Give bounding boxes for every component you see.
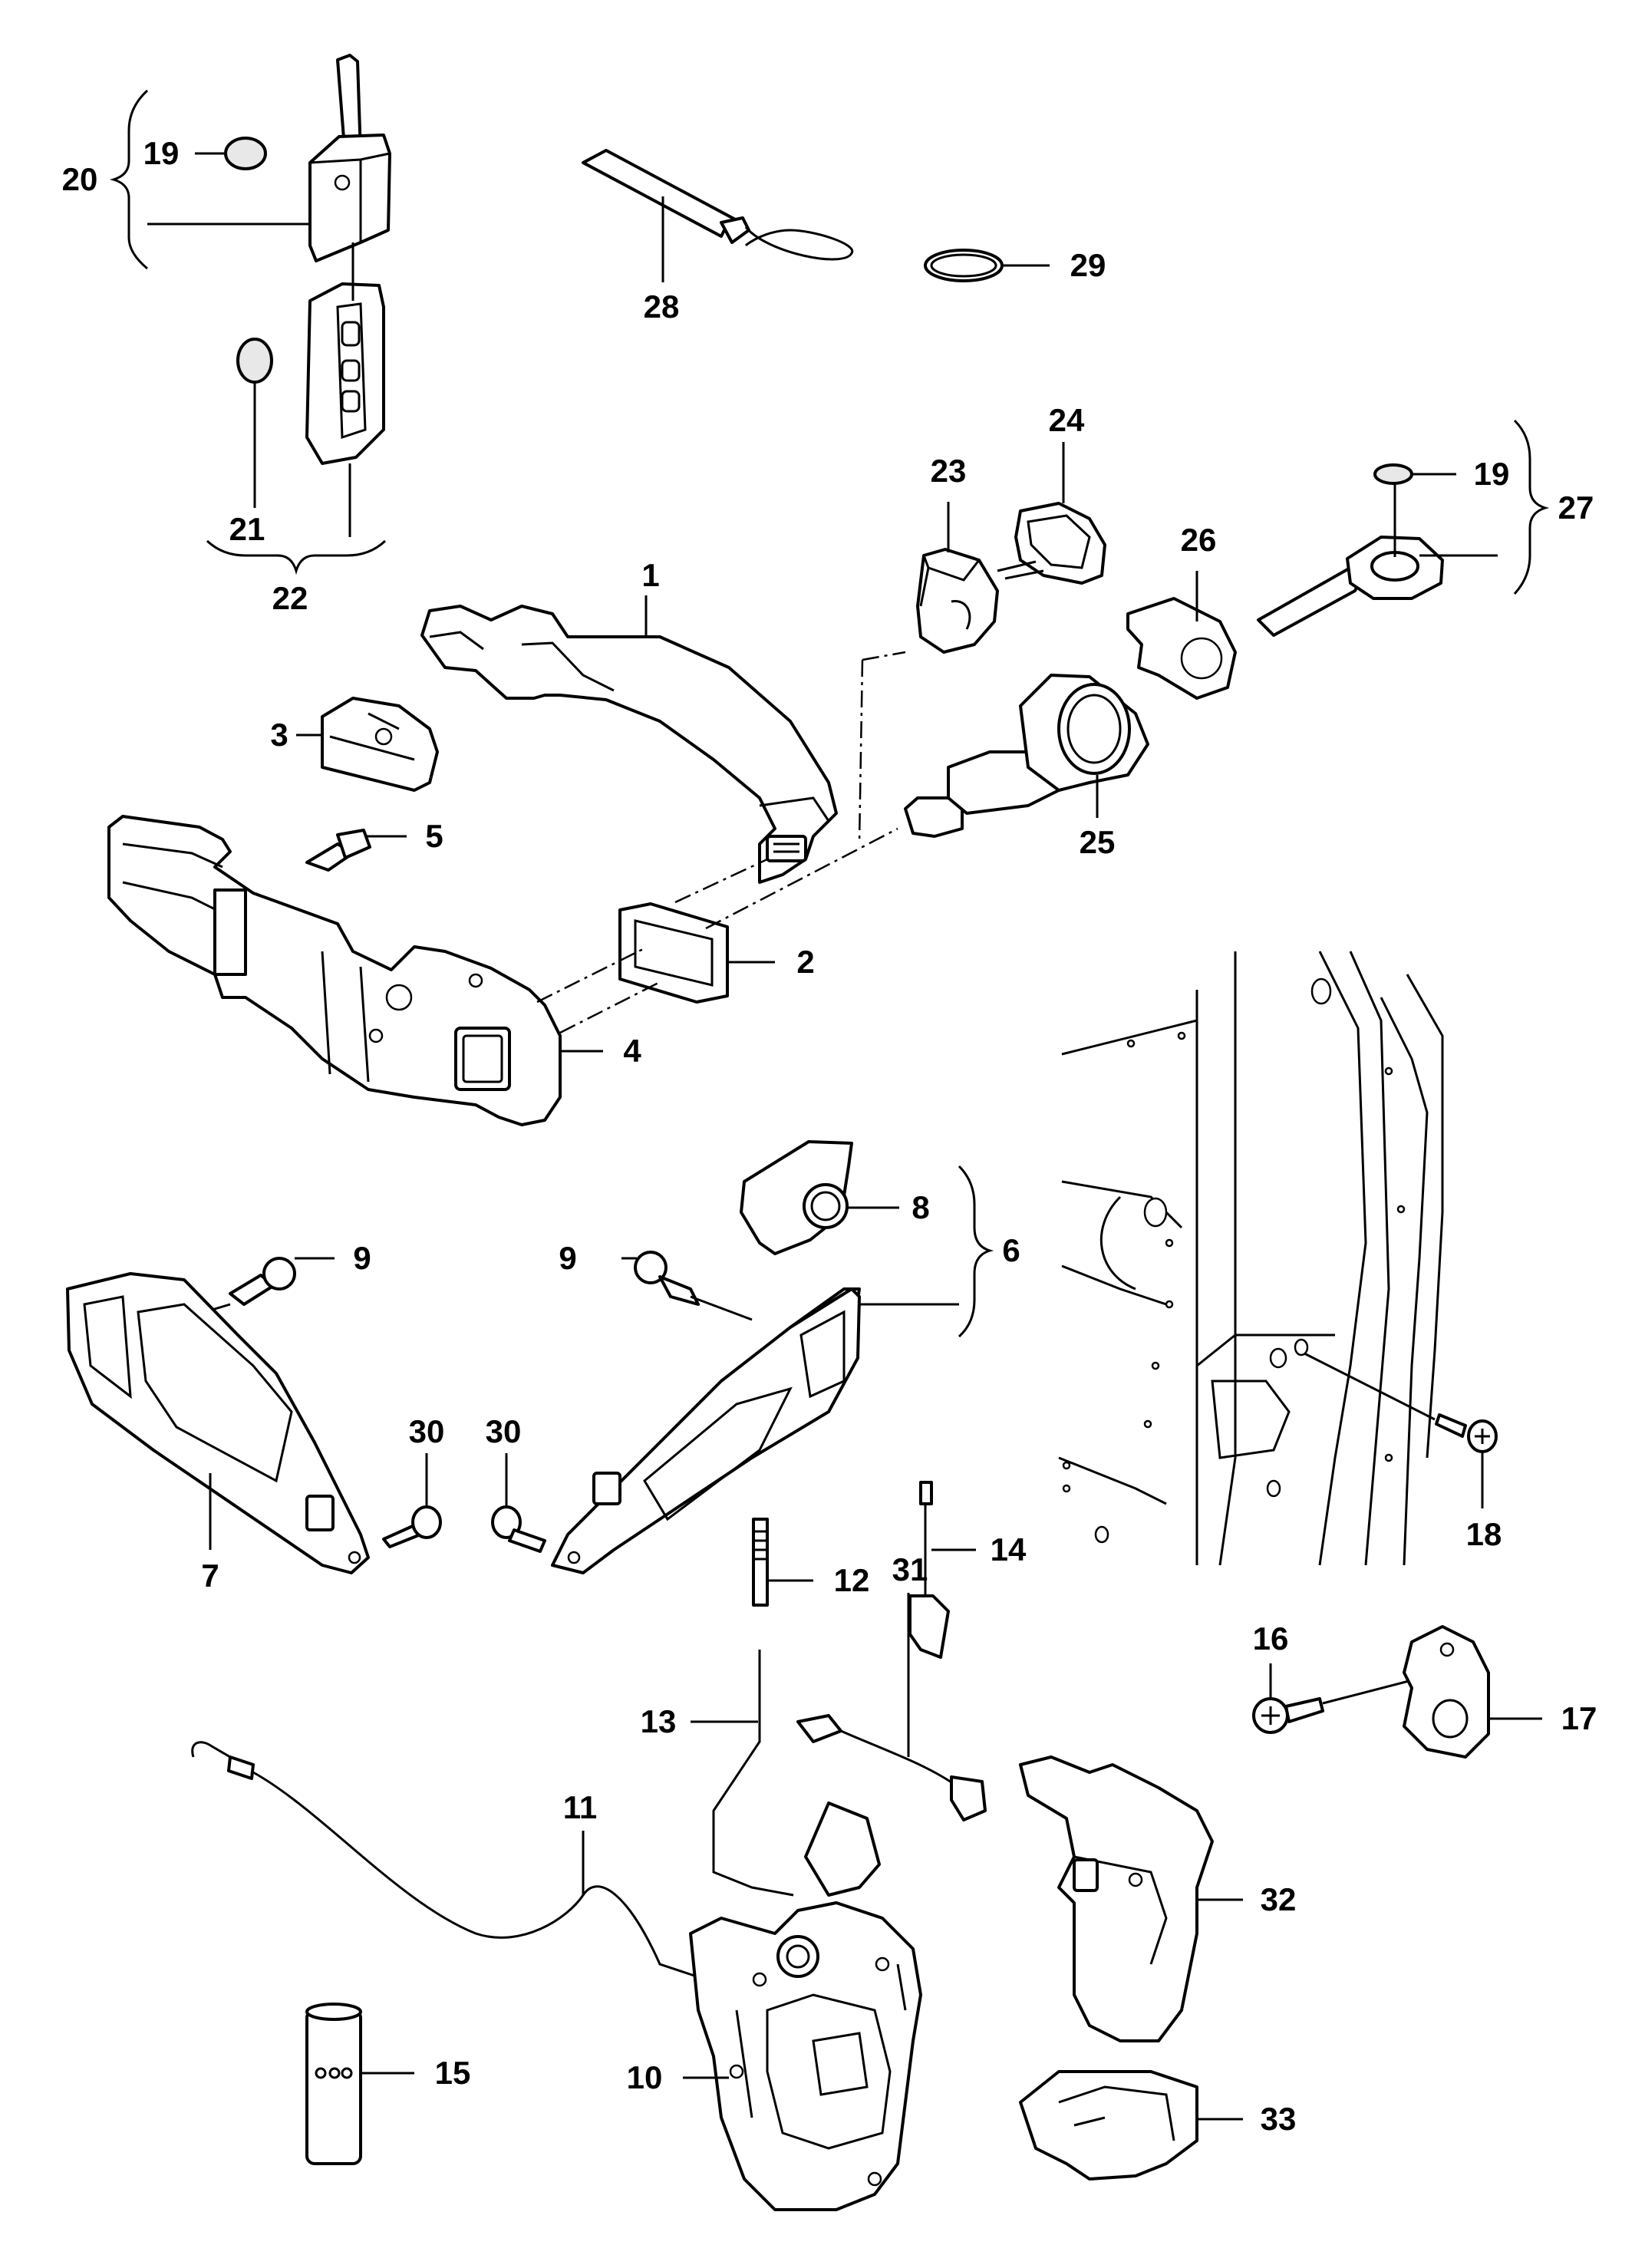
striker-17 <box>1403 1625 1542 1759</box>
callout-24: 24 <box>1049 402 1085 438</box>
gasket-2 <box>536 827 898 1034</box>
key-27 <box>1257 419 1550 637</box>
callout-26: 26 <box>1181 522 1217 558</box>
screw-9-right <box>621 1251 753 1321</box>
ring-26 <box>1126 571 1237 700</box>
callout-25: 25 <box>1080 824 1116 860</box>
callout-14: 14 <box>991 1531 1027 1567</box>
callout-5: 5 <box>425 818 443 854</box>
screw-18 <box>1435 1413 1498 1508</box>
callout-17: 17 <box>1561 1700 1597 1736</box>
callout-labels: 19 20 21 22 28 29 24 23 19 27 26 1 3 5 2… <box>62 135 1597 2137</box>
callout-4: 4 <box>623 1033 641 1069</box>
callout-18: 18 <box>1466 1516 1502 1552</box>
screw-5 <box>305 829 407 872</box>
callout-7: 7 <box>201 1558 219 1594</box>
pin-14 <box>908 1481 976 1659</box>
cap-23 <box>858 502 999 845</box>
callout-27: 27 <box>1558 490 1594 526</box>
inner-handle-7 <box>66 1272 370 1574</box>
door-handle-1 <box>420 595 838 884</box>
clip-3 <box>296 697 439 792</box>
key-tag-28 <box>582 149 854 282</box>
grease-tube-15 <box>305 2003 414 2165</box>
bracket-32 <box>1019 1755 1243 2042</box>
callout-30a: 30 <box>409 1413 445 1449</box>
callout-3: 3 <box>270 717 288 753</box>
key-fob-group <box>109 54 391 575</box>
door-panel <box>1058 951 1444 1566</box>
callout-29: 29 <box>1070 247 1106 283</box>
callout-9b: 9 <box>559 1240 576 1276</box>
callout-32: 32 <box>1261 1881 1297 1917</box>
bolt-12 <box>752 1518 813 1607</box>
callout-16: 16 <box>1253 1620 1289 1656</box>
callout-22: 22 <box>272 580 308 616</box>
callout-12: 12 <box>834 1562 870 1598</box>
screw-30-right <box>491 1453 546 1553</box>
cable-11 <box>191 1741 707 1981</box>
screw-16 <box>1252 1663 1413 1734</box>
callout-30b: 30 <box>486 1413 522 1449</box>
callout-6: 6 <box>1002 1232 1020 1268</box>
callout-19b: 19 <box>1474 456 1510 492</box>
callout-33: 33 <box>1261 2101 1297 2137</box>
rod-13 <box>691 1650 794 1897</box>
emblem-19 <box>224 137 267 170</box>
callout-31: 31 <box>892 1551 928 1587</box>
callout-20: 20 <box>62 161 98 197</box>
handle-trim-8 <box>740 1140 899 1255</box>
cover-24 <box>997 442 1106 585</box>
lock-cylinder-25 <box>904 674 1149 838</box>
callout-23: 23 <box>931 453 967 489</box>
callout-11: 11 <box>563 1789 597 1825</box>
screw-30-left <box>382 1453 442 1548</box>
callout-15: 15 <box>435 2055 471 2091</box>
callout-28: 28 <box>644 288 680 325</box>
callout-10: 10 <box>627 2059 663 2095</box>
connector-31 <box>796 1593 987 1821</box>
handle-carrier-4 <box>107 815 603 1126</box>
callout-9a: 9 <box>353 1240 371 1276</box>
lock-actuator-10 <box>683 1802 922 2211</box>
callout-2: 2 <box>796 944 814 980</box>
callout-1: 1 <box>641 557 659 593</box>
inner-handle-6 <box>551 1165 994 1574</box>
callout-19a: 19 <box>143 135 180 171</box>
switch-33 <box>1019 2070 1243 2181</box>
callout-8: 8 <box>912 1189 929 1225</box>
callout-13: 13 <box>641 1703 677 1739</box>
callout-21: 21 <box>229 511 265 547</box>
